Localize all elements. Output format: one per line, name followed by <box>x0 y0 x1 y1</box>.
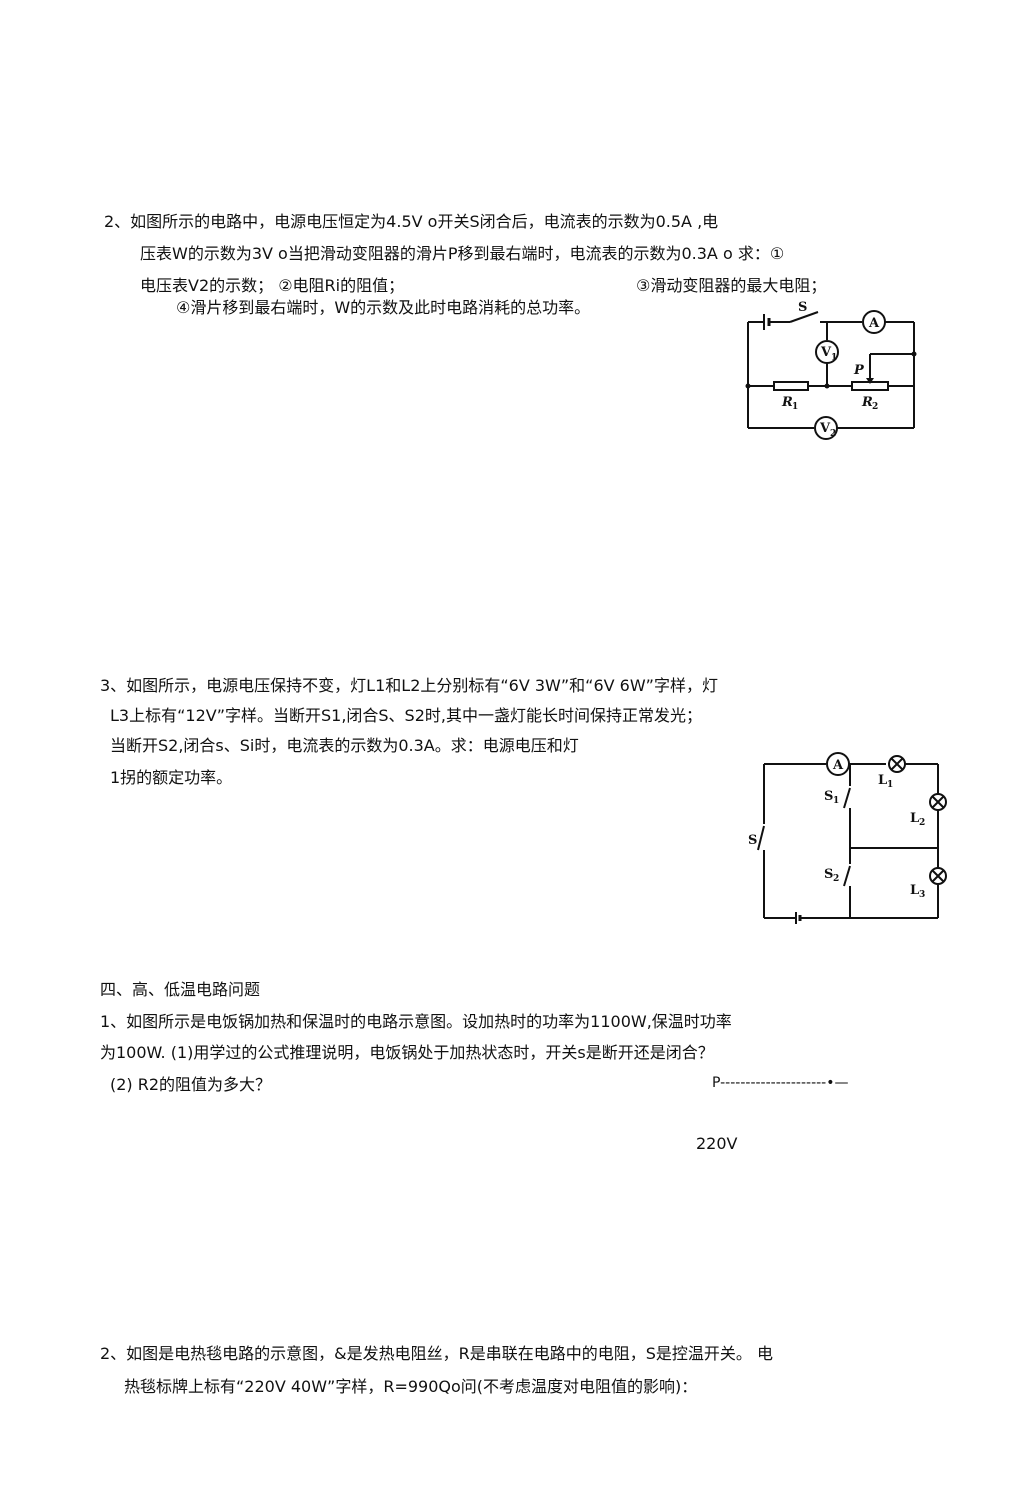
label-l2-sub: 2 <box>919 818 925 828</box>
q3-line-3: 当断开S2,闭合s、Si时，电流表的示数为0.3A。求：电源电压和灯 <box>110 736 579 755</box>
slider-arrow <box>866 378 874 384</box>
switch-s2-blade <box>843 865 851 887</box>
label-l3-sub: 3 <box>919 890 925 900</box>
s4-q1-line-2: 为100W. (1)用学过的公式推理说明，电饭锅处于加热状态时，开关s是断开还是… <box>100 1043 714 1062</box>
q2-line-3a: 电压表V2的示数； ②电阻Ri的阻值； <box>140 276 405 295</box>
s4-q1-line-1: 1、如图所示是电饭锅加热和保温时的电路示意图。设加热时的功率为1100W,保温时… <box>100 1012 732 1031</box>
label-r1-sub: 1 <box>792 402 798 412</box>
label-v2-sub: 2 <box>830 429 836 439</box>
q3-line-2: L3上标有“12V”字样。当断开S1,闭合S、S2时,其中一盏灯能长时间保持正常… <box>110 706 702 725</box>
s4-q2-line-1: 2、如图是电热毯电路的示意图，&是发热电阻丝，R是串联在电路中的电阻，S是控温开… <box>100 1344 774 1363</box>
label-s2-sub: 2 <box>833 874 839 884</box>
label-slider-p: P <box>853 363 865 378</box>
s4-q1-diagram-text: P---------------------•— <box>712 1075 849 1091</box>
q2-line-2: 压表W的示数为3V o当把滑动变阻器的滑片P移到最右端时，电流表的示数为0.3A… <box>140 244 785 263</box>
label-s: S <box>748 833 757 848</box>
q3-line-1: 3、如图所示，电源电压保持不变，灯L1和L2上分别标有“6V 3W”和“6V 6… <box>100 676 718 695</box>
label-v1: V <box>820 345 832 360</box>
label-switch-s: S <box>798 300 807 315</box>
label-l1: L <box>878 773 887 788</box>
label-ammeter: A <box>868 316 880 331</box>
s4-q2-line-2: 热毯标牌上标有“220V 40W”字样，R=990Qo问(不考虑温度对电阻值的影… <box>124 1377 698 1396</box>
section-4-heading: 四、高、低温电路问题 <box>100 980 261 999</box>
q2-line-4: ④滑片移到最右端时，W的示数及此时电路消耗的总功率。 <box>176 298 591 317</box>
q2-line-1: 2、如图所示的电路中，电源电压恒定为4.5V o开关S闭合后，电流表的示数为0.… <box>104 212 719 231</box>
label-l1-sub: 1 <box>887 780 893 790</box>
switch-s-blade <box>789 311 819 323</box>
label-ammeter: A <box>832 758 844 773</box>
label-l3: L <box>910 883 919 898</box>
resistor-r1 <box>773 381 809 391</box>
q3-circuit-diagram: A L 1 S 1 L 2 S S 2 L 3 <box>748 752 947 924</box>
s4-q1-voltage-label: 220V <box>696 1134 738 1153</box>
label-v1-sub: 1 <box>831 353 837 363</box>
switch-s-blade <box>757 825 765 851</box>
label-l2: L <box>910 811 919 826</box>
q2-line-3b: ③滑动变阻器的最大电阻； <box>636 276 827 295</box>
label-s1-sub: 1 <box>833 796 839 806</box>
label-s2: S <box>824 867 833 882</box>
label-r2: R <box>861 395 873 410</box>
q3-line-4: 1拐的额定功率。 <box>110 768 233 787</box>
s4-q1-line-3: (2) R2的阻值为多大？ <box>110 1075 272 1094</box>
q2-circuit-diagram: S A V 1 P R 1 R 2 V 2 <box>745 300 917 440</box>
label-r1: R <box>781 395 793 410</box>
label-r2-sub: 2 <box>872 402 878 412</box>
label-s1: S <box>824 789 833 804</box>
label-v2: V <box>819 421 831 436</box>
switch-s1-blade <box>843 787 851 809</box>
